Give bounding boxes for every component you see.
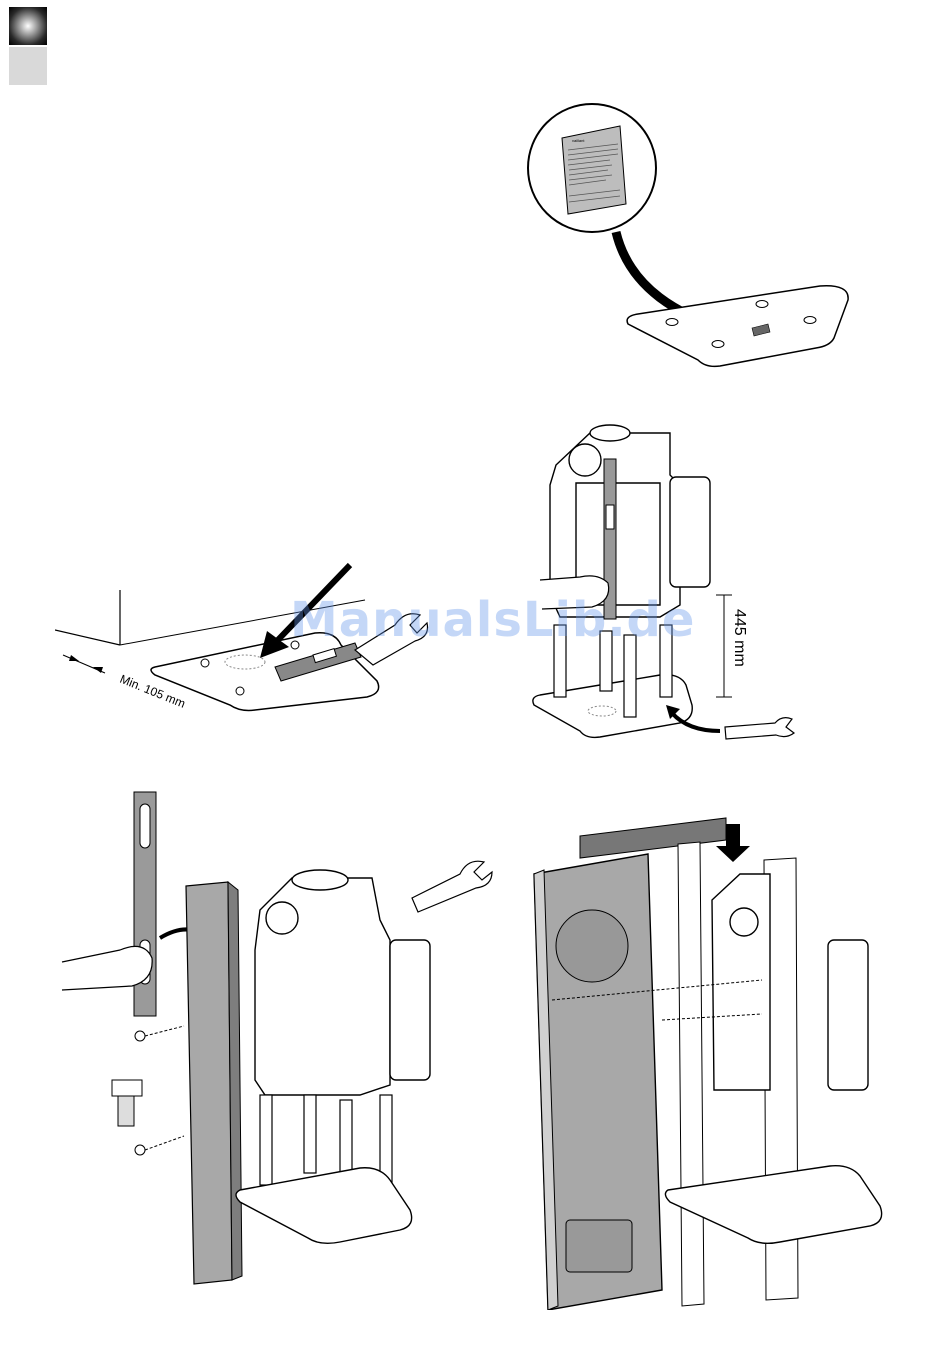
hand-illustration [62, 946, 152, 990]
bolt-icon [112, 1080, 142, 1126]
side-frame-rail [186, 882, 242, 1284]
min-distance-dimension [63, 655, 105, 673]
front-panel [534, 854, 662, 1310]
side-frame-mounting-illustration [60, 790, 500, 1290]
section-tab-active [9, 7, 47, 45]
height-dimension [716, 595, 732, 697]
down-arrowhead [716, 846, 750, 862]
cover-panel-mounting-illustration [530, 810, 920, 1310]
section-tab-inactive [9, 47, 47, 85]
boiler-body [255, 870, 430, 1095]
wall-floor-line [55, 630, 120, 645]
wrench-icon [412, 861, 492, 912]
section-tabs [9, 7, 47, 85]
type-label-plate: vaillant [562, 126, 626, 214]
wrench-icon [725, 718, 794, 739]
down-arrow [726, 824, 740, 846]
label-plate-header: vaillant [572, 138, 585, 143]
watermark: ManualsLib.de [290, 592, 670, 648]
boiler-height-adjust-illustration: 445 mm [520, 405, 810, 745]
top-cover [580, 818, 726, 858]
height-label: 445 mm [731, 609, 748, 667]
label-plate-illustration: vaillant [520, 100, 860, 375]
